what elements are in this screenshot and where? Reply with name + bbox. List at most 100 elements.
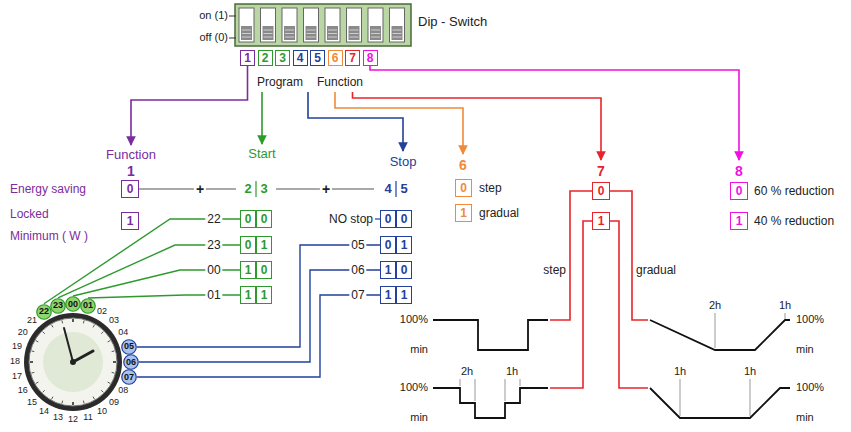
toggle-grip <box>264 30 273 31</box>
step-graph <box>433 388 548 418</box>
clock-numeral: 11 <box>83 413 92 422</box>
time-tick <box>520 379 521 386</box>
box-text: 01 <box>83 301 93 310</box>
toggle-grip <box>242 37 251 38</box>
label: 7 <box>597 164 605 179</box>
clock-numeral: 17 <box>12 372 22 381</box>
label: 60 % reduction <box>754 185 834 198</box>
hour-marker: 05 <box>121 339 137 355</box>
box-text: 1 <box>261 239 268 251</box>
label: Locked <box>10 208 49 221</box>
box-text: 1 <box>598 215 605 227</box>
box-text: 23 <box>53 301 63 310</box>
switch-number: 8 <box>363 50 378 66</box>
clock-numeral: 04 <box>118 328 128 337</box>
clock-numeral: 10 <box>97 408 107 417</box>
label: min <box>796 412 814 424</box>
label: 22 <box>205 213 222 226</box>
label: 100% <box>796 382 824 394</box>
toggle-grip <box>242 30 251 31</box>
toggle-grip <box>328 30 337 31</box>
clock-numeral: 12 <box>68 415 78 424</box>
toggle-grip <box>307 33 316 34</box>
clock-tick <box>113 361 116 363</box>
function-7-arrow <box>353 92 602 160</box>
switch-slot <box>368 8 383 42</box>
toggle-grip <box>328 37 337 38</box>
switch-number: 5 <box>310 50 325 66</box>
clock-tick <box>112 372 115 374</box>
clock-inner-dial <box>43 332 103 392</box>
switch-slot <box>325 8 340 42</box>
clock-numeral: 14 <box>39 408 49 417</box>
start-cell: 1 <box>240 286 256 304</box>
clock-numeral: 09 <box>109 398 119 407</box>
toggle-grip <box>350 30 359 31</box>
clock-ticks <box>30 319 116 405</box>
switch-number: 7 <box>345 50 360 66</box>
value-box: 1 <box>592 212 610 230</box>
label: off (0) <box>199 32 228 44</box>
clock-bezel <box>24 313 122 411</box>
clock-tick <box>36 382 39 384</box>
hour-circle-shape <box>81 299 96 314</box>
toggle-grip <box>242 33 251 34</box>
function-8-arrow <box>370 66 739 160</box>
switch-toggle <box>327 26 338 40</box>
clock-tick <box>72 319 74 322</box>
stop-cell: 1 <box>396 236 412 254</box>
toggle-grip <box>264 37 273 38</box>
clock-tick <box>52 397 54 400</box>
clock-tick <box>52 325 54 328</box>
hour-marker: 22 <box>36 304 52 320</box>
label: 100% <box>400 314 428 326</box>
switch-toggle <box>392 26 403 40</box>
combine-line <box>139 188 236 189</box>
label: 100% <box>796 314 824 326</box>
hour-circle-shape <box>66 297 81 312</box>
clock-numeral: 13 <box>53 413 63 422</box>
label: 06 <box>349 264 366 277</box>
box-text: 8 <box>367 52 374 64</box>
box-text: 7 <box>349 52 356 64</box>
toggle-grip <box>393 37 402 38</box>
value-box: 1 <box>730 212 748 230</box>
value-box: 0 <box>730 182 748 200</box>
time-tick <box>680 379 681 416</box>
label: 5 <box>400 182 407 196</box>
time-tick <box>460 379 461 386</box>
time-tick <box>785 313 786 319</box>
switch-toggle <box>349 26 360 40</box>
clock-numeral: 16 <box>18 386 28 395</box>
switch-slot <box>239 8 254 42</box>
box-text: 1 <box>385 289 392 301</box>
box-text: 0 <box>127 183 134 195</box>
label: 8 <box>735 164 743 179</box>
label: 2h <box>461 366 473 378</box>
box-text: 0 <box>245 213 252 225</box>
box-text: 1 <box>127 215 134 227</box>
clock-tick <box>61 320 63 323</box>
box-text: 1 <box>401 239 408 251</box>
toggle-grip <box>393 33 402 34</box>
toggle-grip <box>371 30 380 31</box>
toggle-grip <box>264 33 273 34</box>
time-tick <box>475 379 476 401</box>
start-cell: 0 <box>256 210 272 228</box>
value-box: 0 <box>455 179 472 197</box>
minute-hand <box>64 328 73 362</box>
box-text: 1 <box>736 215 743 227</box>
switch-slot <box>390 8 405 42</box>
box-text: 0 <box>598 185 605 197</box>
label: min <box>410 344 428 356</box>
toggle-grip <box>285 33 294 34</box>
label: 4 <box>384 182 391 196</box>
clock-tick <box>72 402 74 405</box>
toggle-grip <box>350 37 359 38</box>
switch-toggle <box>284 26 295 40</box>
box-text: 0 <box>460 182 467 194</box>
branch-line <box>610 221 648 388</box>
clock-tick <box>108 382 111 384</box>
label: Program <box>257 76 303 89</box>
